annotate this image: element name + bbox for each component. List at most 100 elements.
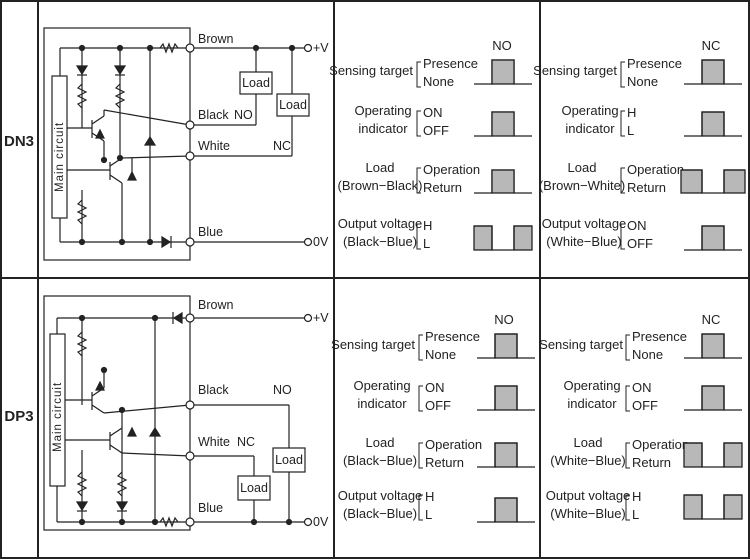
row-label: Operating	[354, 103, 411, 118]
row-label: (Black−Blue)	[343, 453, 417, 468]
dn3-load-nc	[276, 93, 310, 117]
dp3-load-no-label: Load	[275, 453, 303, 467]
dn3-white-label: White	[198, 139, 230, 153]
row-label: indicator	[567, 396, 617, 411]
row-label: indicator	[358, 121, 408, 136]
state-high: Presence	[632, 329, 687, 344]
dn3-circuit	[43, 27, 313, 261]
wave-dn3-no-output	[474, 225, 532, 251]
row-label: Operating	[353, 378, 410, 393]
waveforms	[473, 59, 746, 523]
row-label: (Black−Blue)	[343, 506, 417, 521]
dp3-no-label: NO	[273, 383, 292, 397]
state-low: None	[423, 74, 454, 89]
state-high: Operation	[627, 162, 684, 177]
state-low: None	[627, 74, 658, 89]
dn3-vplus-label: +V	[313, 41, 329, 55]
row-label: Load	[574, 435, 603, 450]
model-label-dp3: DP3	[4, 408, 33, 425]
state-low: L	[632, 507, 639, 522]
row-label: indicator	[357, 396, 407, 411]
dn3-no-label: NO	[234, 108, 253, 122]
state-high: ON	[423, 105, 443, 120]
row-label: (White−Blue)	[550, 506, 626, 521]
state-low: None	[425, 347, 456, 362]
dp3-labels: Main circuit Brown Black White Blue +V 0…	[52, 298, 329, 529]
dp3-blue-label: Blue	[198, 501, 223, 515]
state-low: OFF	[632, 398, 658, 413]
row-label: Output voltage	[338, 216, 423, 231]
state-high: Operation	[425, 437, 482, 452]
state-high: H	[425, 489, 434, 504]
state-high: Presence	[423, 56, 478, 71]
dn3-0v-label: 0V	[313, 235, 329, 249]
row-label: Sensing target	[533, 63, 617, 78]
row-label: Load	[568, 160, 597, 175]
dp3-brown-label: Brown	[198, 298, 233, 312]
dp3-0v-label: 0V	[313, 515, 329, 529]
dp3-main-circuit-label: Main circuit	[52, 382, 64, 452]
state-low: L	[425, 507, 432, 522]
row-label: Output voltage	[546, 488, 631, 503]
state-low: None	[632, 347, 663, 362]
dn3-blue-label: Blue	[198, 225, 223, 239]
row-label: (Brown−White)	[539, 178, 625, 193]
state-low: Return	[425, 455, 464, 470]
dp3-sensor-housing	[43, 295, 191, 531]
row-label: Sensing target	[539, 337, 623, 352]
row-label: Operating	[561, 103, 618, 118]
dn3-sensor-housing	[43, 27, 191, 261]
timing-header: NO	[492, 38, 512, 53]
state-low: Return	[632, 455, 671, 470]
model-label-dn3: DN3	[4, 133, 34, 150]
row-label: Sensing target	[329, 63, 413, 78]
state-high: ON	[425, 380, 445, 395]
dp3-vplus-label: +V	[313, 311, 329, 325]
state-low: L	[423, 236, 430, 251]
row-label: Load	[366, 160, 395, 175]
dn3-load-nc-label: Load	[279, 98, 307, 112]
state-low: OFF	[627, 236, 653, 251]
row-label: (White−Blue)	[550, 453, 626, 468]
state-high: Presence	[425, 329, 480, 344]
timing-dp3-no: NO Sensing target Presence None Operatin…	[331, 312, 514, 522]
state-high: Operation	[423, 162, 480, 177]
dp3-white-label: White	[198, 435, 230, 449]
row-label: (White−Blue)	[546, 234, 622, 249]
row-label: Output voltage	[542, 216, 627, 231]
dn3-load-no-label: Load	[242, 76, 270, 90]
dp3-load-nc-label: Load	[240, 481, 268, 495]
dp3-circuit	[43, 295, 313, 531]
state-low: OFF	[423, 123, 449, 138]
row-label: indicator	[565, 121, 615, 136]
dn3-labels: Main circuit Brown Black White Blue +V 0…	[54, 32, 329, 249]
timing-header: NC	[702, 38, 721, 53]
dn3-load-no	[239, 71, 273, 95]
state-low: L	[627, 123, 634, 138]
dp3-load-no	[272, 447, 306, 473]
dp3-black-label: Black	[198, 383, 229, 397]
row-label: (Brown−Black)	[338, 178, 423, 193]
timing-header: NC	[702, 312, 721, 327]
timing-dp3-nc: NC Sensing target Presence None Operatin…	[539, 312, 720, 522]
state-high: Presence	[627, 56, 682, 71]
dn3-nc-label: NC	[273, 139, 291, 153]
timing-dn3-nc: NC Sensing target Presence None Operatin…	[533, 38, 720, 251]
row-label: (Black−Blue)	[343, 234, 417, 249]
state-high: H	[627, 105, 636, 120]
state-high: Operation	[632, 437, 689, 452]
state-high: ON	[632, 380, 652, 395]
dn3-black-label: Black	[198, 108, 229, 122]
timing-dn3-no: NO Sensing target Presence None Operatin…	[329, 38, 512, 251]
row-label: Load	[366, 435, 395, 450]
row-label: Operating	[563, 378, 620, 393]
state-high: H	[423, 218, 432, 233]
state-low: Return	[423, 180, 462, 195]
state-brackets	[416, 61, 630, 521]
dp3-nc-label: NC	[237, 435, 255, 449]
dn3-brown-label: Brown	[198, 32, 233, 46]
row-label: Output voltage	[338, 488, 423, 503]
row-label: Sensing target	[331, 337, 415, 352]
